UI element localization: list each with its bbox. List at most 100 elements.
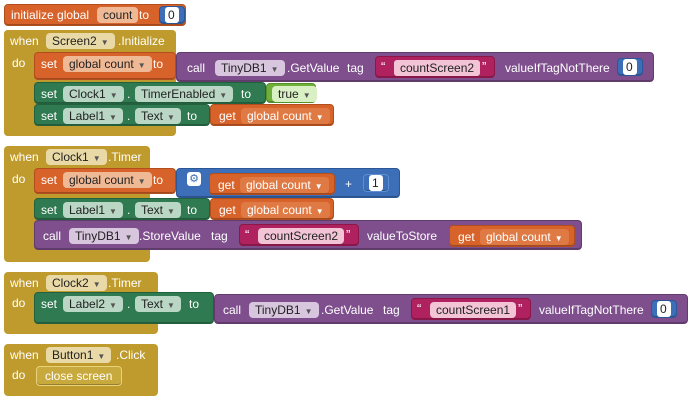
variable-dropdown[interactable]: global count▼ [241,202,330,218]
number-field[interactable]: 0 [165,7,179,23]
call-label: call [187,61,206,75]
get-global-count-block[interactable]: get global count▼ [210,104,334,126]
quote-open-icon: “ [381,59,386,74]
get-label: get [458,230,475,244]
text-block[interactable]: “ countScreen1 ” [411,298,531,320]
tinydb-getvalue-block[interactable]: call TinyDB1▼ .GetValue tag “ countScree… [176,52,654,82]
set-label: set [41,297,58,311]
number-block[interactable]: 0 [159,6,185,24]
property-dropdown-text[interactable]: Text▼ [135,202,181,218]
text-field[interactable]: countScreen1 [430,302,517,318]
when-label: when [10,150,39,164]
math-add-block[interactable]: ⚙ get global count▼ + 1 [176,168,400,198]
do-label: do [12,296,26,310]
tag-label: tag [347,61,364,75]
close-screen-block[interactable]: close screen [36,366,122,386]
chevron-down-icon: ▼ [314,182,323,191]
chevron-down-icon: ▼ [100,38,109,47]
set-label1-text-block[interactable]: set Label1▼ . Text▼ to [34,104,210,126]
chevron-down-icon: ▼ [219,91,228,100]
property-dropdown-text[interactable]: Text▼ [135,108,181,124]
text-field[interactable]: countScreen2 [394,60,481,76]
component-dropdown-clock1[interactable]: Clock1▼ [46,149,107,165]
event-name-label: .Click [116,348,146,362]
event-name-label: .Timer [108,276,142,290]
component-dropdown-label1[interactable]: Label1▼ [63,202,123,218]
gear-icon[interactable]: ⚙ [187,172,201,186]
variable-dropdown[interactable]: global count▼ [240,177,329,193]
component-dropdown-screen2[interactable]: Screen2▼ [46,33,115,49]
global-var-name-field[interactable]: count [97,7,139,23]
set-global-count-block[interactable]: set global count▼ to [34,168,176,194]
chevron-down-icon: ▼ [167,113,175,122]
component-dropdown-clock1[interactable]: Clock1▼ [63,86,124,102]
tag-label: tag [211,229,228,243]
set-label: set [41,203,58,217]
close-screen-label: close screen [45,369,113,383]
variable-dropdown[interactable]: global count▼ [241,108,330,124]
text-field[interactable]: countScreen2 [258,228,345,244]
to-label: to [187,109,198,123]
to-label: to [187,203,198,217]
do-label: do [12,172,26,186]
set-clock1-timerenabled-block[interactable]: set Clock1▼ . TimerEnabled▼ to [34,82,266,104]
component-dropdown-clock2[interactable]: Clock2▼ [46,275,107,291]
text-block[interactable]: “ countScreen2 ” [239,224,359,246]
get-label: get [218,178,235,192]
chevron-down-icon: ▼ [304,307,313,316]
initialize-global-block[interactable]: initialize global count to 0 [4,4,186,26]
component-dropdown-tinydb1[interactable]: TinyDB1▼ [215,60,285,76]
number-field[interactable]: 0 [657,301,671,317]
value-if-tag-not-there-label: valueIfTagNotThere [505,61,610,75]
component-dropdown-tinydb1[interactable]: TinyDB1▼ [69,228,139,244]
plus-operator-label: + [345,177,353,191]
component-dropdown-tinydb1[interactable]: TinyDB1▼ [249,302,319,318]
property-dropdown-timerenabled[interactable]: TimerEnabled▼ [135,86,234,102]
tinydb-getvalue-block[interactable]: call TinyDB1▼ .GetValue tag “ countScree… [214,294,688,324]
quote-open-icon: “ [417,301,422,316]
get-global-count-block[interactable]: get global count▼ [210,198,334,220]
do-label: do [12,56,26,70]
set-label1-text-block[interactable]: set Label1▼ . Text▼ to [34,198,210,220]
method-label: .GetValue [287,61,340,75]
chevron-down-icon: ▼ [92,154,101,163]
call-label: call [43,229,62,243]
component-dropdown-label1[interactable]: Label1▼ [63,108,123,124]
set-label2-text-block[interactable]: set Label2▼ . Text▼ to [34,292,214,324]
number-field[interactable]: 0 [623,59,637,75]
number-block[interactable]: 1 [363,174,389,192]
quote-close-icon: ” [518,301,523,316]
chevron-down-icon: ▼ [109,113,117,122]
chevron-down-icon: ▼ [554,234,563,243]
boolean-true-block[interactable]: true▼ [266,83,317,103]
value-if-tag-not-there-label: valueIfTagNotThere [539,303,644,317]
chevron-down-icon: ▼ [92,280,101,289]
chevron-down-icon: ▼ [137,61,146,70]
set-label: set [41,109,58,123]
number-block[interactable]: 0 [617,58,643,76]
variable-dropdown[interactable]: global count▼ [63,172,152,188]
text-block[interactable]: “ countScreen2 ” [375,56,495,78]
get-global-count-block[interactable]: get global count▼ [449,225,575,247]
event-button1-click[interactable]: when Button1▼ .Click do close screen [4,344,158,396]
quote-open-icon: “ [245,227,250,242]
boolean-dropdown[interactable]: true▼ [272,86,317,102]
component-dropdown-button1[interactable]: Button1▼ [46,347,112,363]
method-label: .GetValue [321,303,374,317]
property-dropdown-text[interactable]: Text▼ [135,296,181,312]
when-label: when [10,34,39,48]
set-global-count-block[interactable]: set global count▼ to [34,52,176,80]
component-dropdown-label2[interactable]: Label2▼ [63,296,123,312]
get-global-count-block[interactable]: get global count▼ [209,173,335,195]
variable-dropdown[interactable]: global count▼ [480,229,569,245]
chevron-down-icon: ▼ [270,65,279,74]
to-label: to [139,8,150,22]
quote-close-icon: ” [482,59,487,74]
number-field[interactable]: 1 [369,175,383,191]
chevron-down-icon: ▼ [109,91,118,100]
set-label: set [41,57,58,71]
variable-dropdown[interactable]: global count▼ [63,56,152,72]
chevron-down-icon: ▼ [167,207,175,216]
number-block[interactable]: 0 [651,300,677,318]
tinydb-storevalue-block[interactable]: call TinyDB1▼ .StoreValue tag “ countScr… [34,220,582,250]
